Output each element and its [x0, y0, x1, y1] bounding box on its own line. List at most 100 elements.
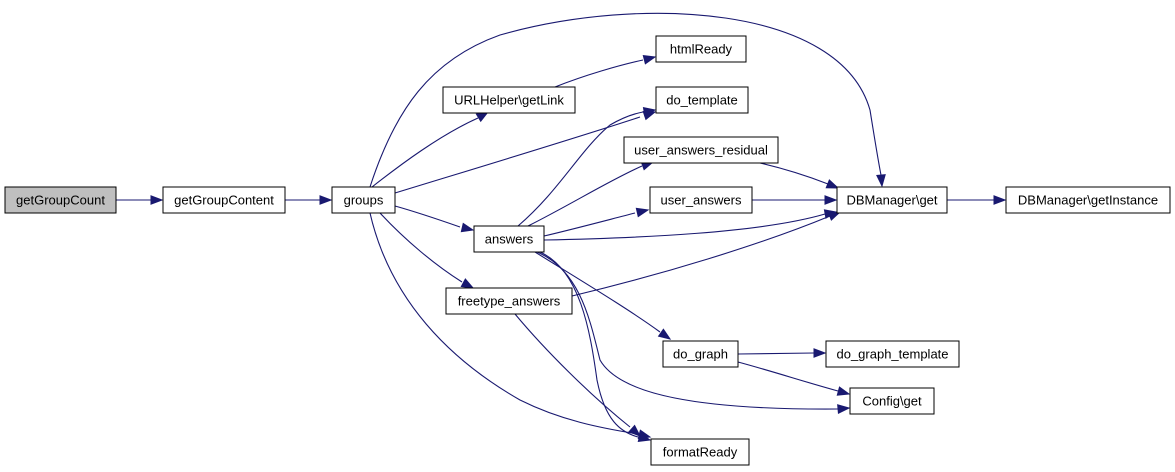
node-do_template[interactable]: do_template	[655, 86, 749, 114]
arrowhead-icon	[657, 328, 672, 340]
edge-line	[543, 213, 826, 241]
node-freetype[interactable]: freetype_answers	[445, 287, 573, 315]
arrowhead-icon	[319, 195, 333, 205]
edge-line	[737, 352, 815, 355]
edge-line	[539, 251, 639, 438]
edge-line	[379, 212, 463, 283]
edge-answers-to-configget	[536, 251, 851, 414]
node-configget[interactable]: Config\get	[849, 387, 935, 415]
node-box	[655, 86, 749, 114]
node-box	[331, 186, 396, 214]
edge-answers-to-uar	[527, 161, 655, 227]
node-label: do_template	[666, 93, 738, 108]
node-label: freetype_answers	[458, 294, 561, 309]
node-do_graph[interactable]: do_graph	[662, 340, 739, 368]
node-do_graph_template[interactable]: do_graph_template	[825, 340, 960, 368]
arrowhead-icon	[993, 195, 1007, 205]
node-groups[interactable]: groups	[331, 186, 396, 214]
node-box	[442, 86, 576, 114]
edges-layer	[116, 12, 1007, 442]
edge-answers-to-do_template	[517, 107, 657, 227]
edge-line	[394, 205, 461, 228]
node-box	[650, 438, 750, 466]
edge-answers-to-do_graph	[534, 251, 672, 340]
node-uar[interactable]: user_answers_residual	[623, 136, 779, 164]
node-urlhelper[interactable]: URLHelper\getLink	[442, 86, 576, 114]
edge-line	[543, 212, 636, 237]
node-label: DBManager\getInstance	[1018, 193, 1158, 208]
node-box	[836, 186, 948, 214]
edge-line	[554, 59, 644, 88]
node-dbget[interactable]: DBManager\get	[836, 186, 948, 214]
node-label: do_graph	[673, 347, 728, 362]
node-htmlReady[interactable]: htmlReady	[655, 35, 747, 63]
node-getGroupCount[interactable]: getGroupCount	[4, 186, 117, 214]
edge-line	[527, 165, 643, 227]
node-label: Config\get	[862, 394, 922, 409]
edge-line	[371, 117, 479, 188]
arrowhead-icon	[642, 107, 657, 117]
edge-line	[394, 116, 641, 194]
edge-line	[737, 361, 839, 392]
arrowhead-icon	[836, 386, 851, 396]
arrowhead-icon	[460, 222, 475, 233]
edge-groups-to-do_template	[394, 110, 657, 194]
edge-groups-to-freetype	[379, 212, 475, 289]
edge-answers-to-formatReady	[539, 251, 652, 442]
node-box	[649, 186, 753, 214]
edge-dbget-to-dbinst	[947, 195, 1007, 205]
node-label: user_answers_residual	[634, 143, 768, 158]
edge-do_graph-to-do_graph_template	[737, 348, 827, 358]
edge-answers-to-user_answers	[543, 207, 650, 237]
edge-groups-to-dbget	[369, 12, 886, 188]
node-formatReady[interactable]: formatReady	[650, 438, 750, 466]
node-label: htmlReady	[670, 42, 733, 57]
node-dbinst[interactable]: DBManager\getInstance	[1005, 186, 1171, 214]
edge-user_answers-to-dbget	[752, 195, 838, 205]
node-label: user_answers	[661, 193, 742, 208]
arrowhead-icon	[813, 348, 827, 358]
arrowhead-icon	[150, 195, 164, 205]
node-label: groups	[344, 193, 384, 208]
node-label: getGroupContent	[174, 193, 274, 208]
arrowhead-icon	[642, 55, 657, 65]
node-box	[655, 35, 747, 63]
node-box	[825, 340, 960, 368]
node-label: getGroupCount	[16, 193, 105, 208]
edge-freetype-to-dbget	[571, 211, 842, 297]
edge-line	[517, 111, 644, 227]
node-box	[162, 186, 286, 214]
edge-line	[369, 12, 882, 188]
arrowhead-icon	[460, 278, 475, 289]
node-label: answers	[485, 232, 534, 247]
node-box	[445, 287, 573, 315]
node-box	[4, 186, 117, 214]
arrowhead-icon	[825, 179, 840, 189]
edge-groups-to-urlhelper	[371, 111, 490, 188]
edge-line	[759, 162, 829, 185]
edge-line	[514, 313, 631, 428]
arrowhead-icon	[628, 424, 642, 437]
node-answers[interactable]: answers	[473, 225, 545, 253]
node-box	[849, 387, 935, 415]
node-box	[662, 340, 739, 368]
arrowhead-icon	[876, 174, 886, 188]
arrowhead-icon	[824, 195, 838, 205]
edge-do_graph-to-configget	[737, 361, 851, 396]
edge-line	[534, 251, 661, 333]
node-label: formatReady	[663, 445, 738, 460]
node-label: URLHelper\getLink	[454, 93, 564, 108]
node-box	[473, 225, 545, 253]
edge-line	[571, 215, 831, 297]
node-user_answers[interactable]: user_answers	[649, 186, 753, 214]
edge-freetype-to-formatReady	[514, 313, 642, 437]
arrowhead-icon	[635, 207, 650, 218]
edge-getGroupCount-to-getGroupContent	[116, 195, 164, 205]
node-box	[1005, 186, 1171, 214]
edge-groups-to-answers	[394, 205, 475, 233]
arrowhead-icon	[637, 432, 652, 442]
edge-line	[369, 212, 639, 435]
node-getGroupContent[interactable]: getGroupContent	[162, 186, 286, 214]
edge-urlhelper-to-htmlReady	[554, 55, 657, 88]
